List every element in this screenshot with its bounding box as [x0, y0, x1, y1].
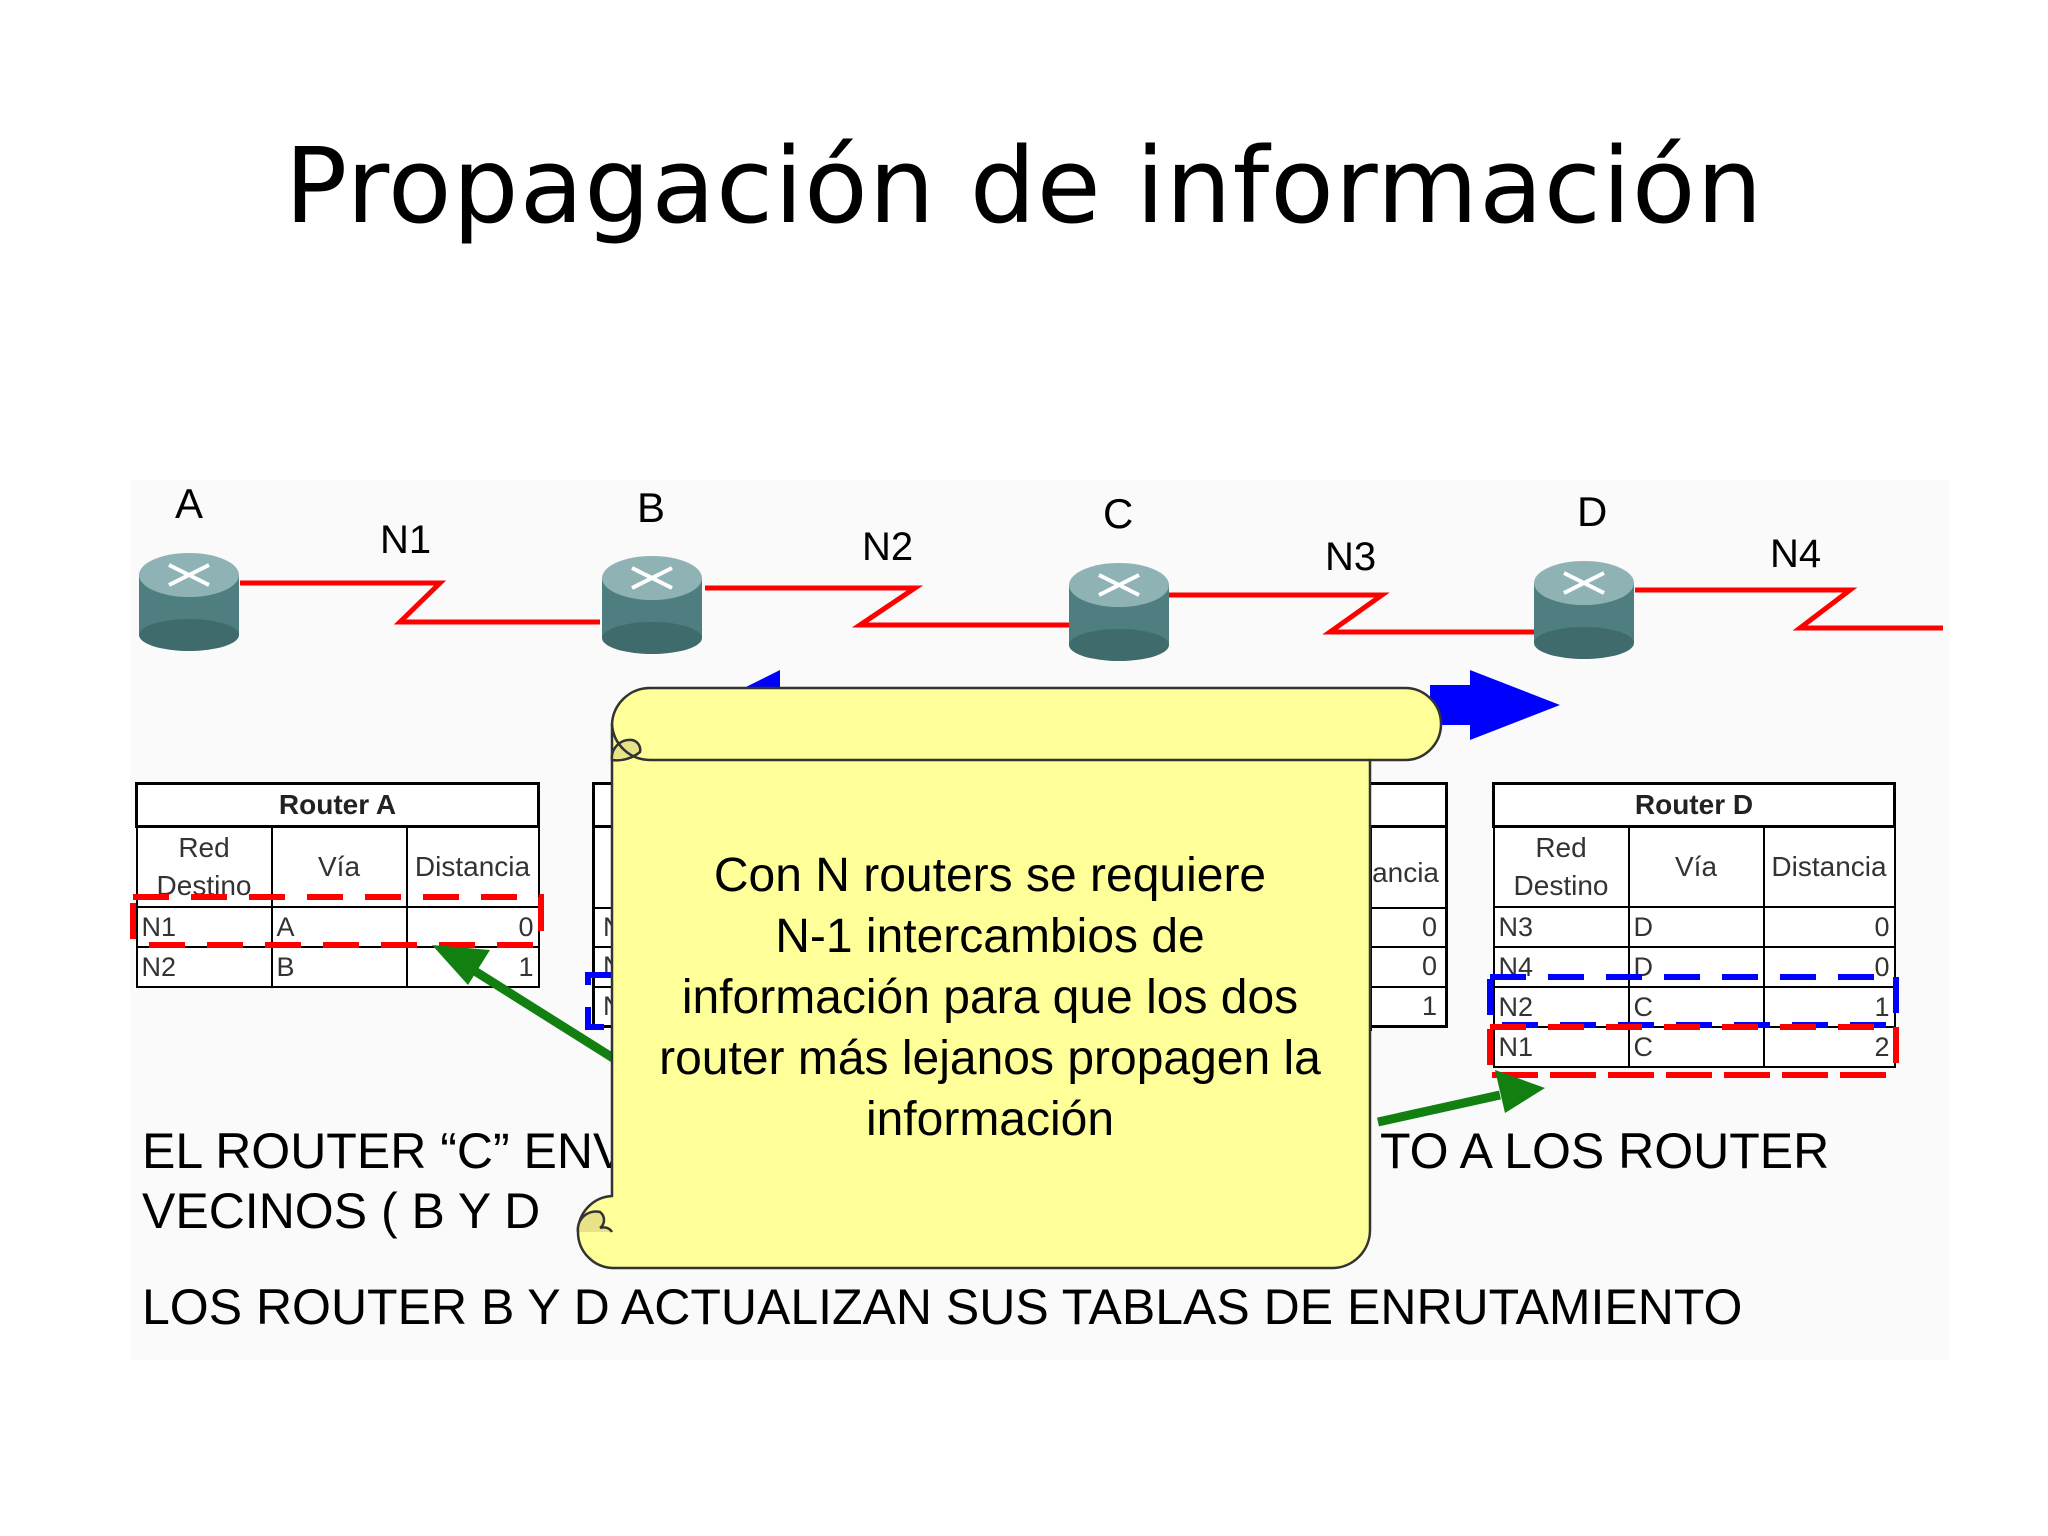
network-n3-label: N3 [1325, 535, 1377, 579]
scroll-note-line: N-1 intercambios de [775, 910, 1205, 963]
link-n2 [705, 585, 1075, 628]
router-d-label: D [1577, 488, 1608, 535]
network-n2-label: N2 [862, 525, 914, 569]
green-arrowhead-a [432, 945, 490, 985]
slide-title: Propagación de información [284, 125, 1764, 247]
router-b-icon [602, 556, 702, 654]
green-arrow-to-router-d [1377, 1090, 1501, 1127]
link-n4 [1635, 587, 1943, 631]
router-a-icon [139, 553, 239, 651]
router-b-label: B [637, 484, 666, 531]
body-text-line1-right: TO A LOS ROUTER [1380, 1123, 1830, 1179]
body-text-line2-left: VECINOS ( B Y D [142, 1183, 541, 1239]
table-cell: 0 [1421, 951, 1437, 981]
scroll-note-line: Con N routers se requiere [713, 849, 1267, 902]
link-n1 [240, 580, 600, 625]
scroll-note: Con N routers se requiere N-1 intercambi… [630, 845, 1350, 1150]
blue-arrow-right [1430, 670, 1560, 740]
network-n4-label: N4 [1770, 532, 1822, 576]
header-via: Vía [1627, 825, 1765, 908]
router-a-new-row-highlight [130, 894, 544, 948]
header-distancia-partial: ancia [1372, 857, 1439, 888]
body-text-line3: LOS ROUTER B Y D ACTUALIZAN SUS TABLAS D… [142, 1279, 1743, 1335]
router-a-table-title: Router A [135, 782, 540, 828]
scroll-note-line: información [865, 1093, 1115, 1146]
router-d-icon [1534, 561, 1634, 659]
router-d-table-title: Router D [1492, 782, 1896, 828]
scroll-note-line: información para que los dos [681, 971, 1299, 1024]
table-cell: 0 [1421, 912, 1437, 942]
header-distancia: Distancia [405, 825, 540, 908]
green-arrowhead-d [1495, 1070, 1545, 1113]
router-c-label: C [1103, 490, 1134, 537]
router-a-label: A [175, 480, 204, 527]
header-distancia: Distancia [1762, 825, 1896, 908]
scroll-note-line: router más lejanos propagen la [659, 1032, 1321, 1085]
router-c-icon [1069, 563, 1169, 661]
network-n1-label: N1 [380, 518, 432, 562]
table-cell: 1 [1421, 991, 1437, 1021]
link-n3 [1168, 592, 1540, 635]
body-text-line1-left: EL ROUTER “C” ENV [142, 1123, 627, 1179]
